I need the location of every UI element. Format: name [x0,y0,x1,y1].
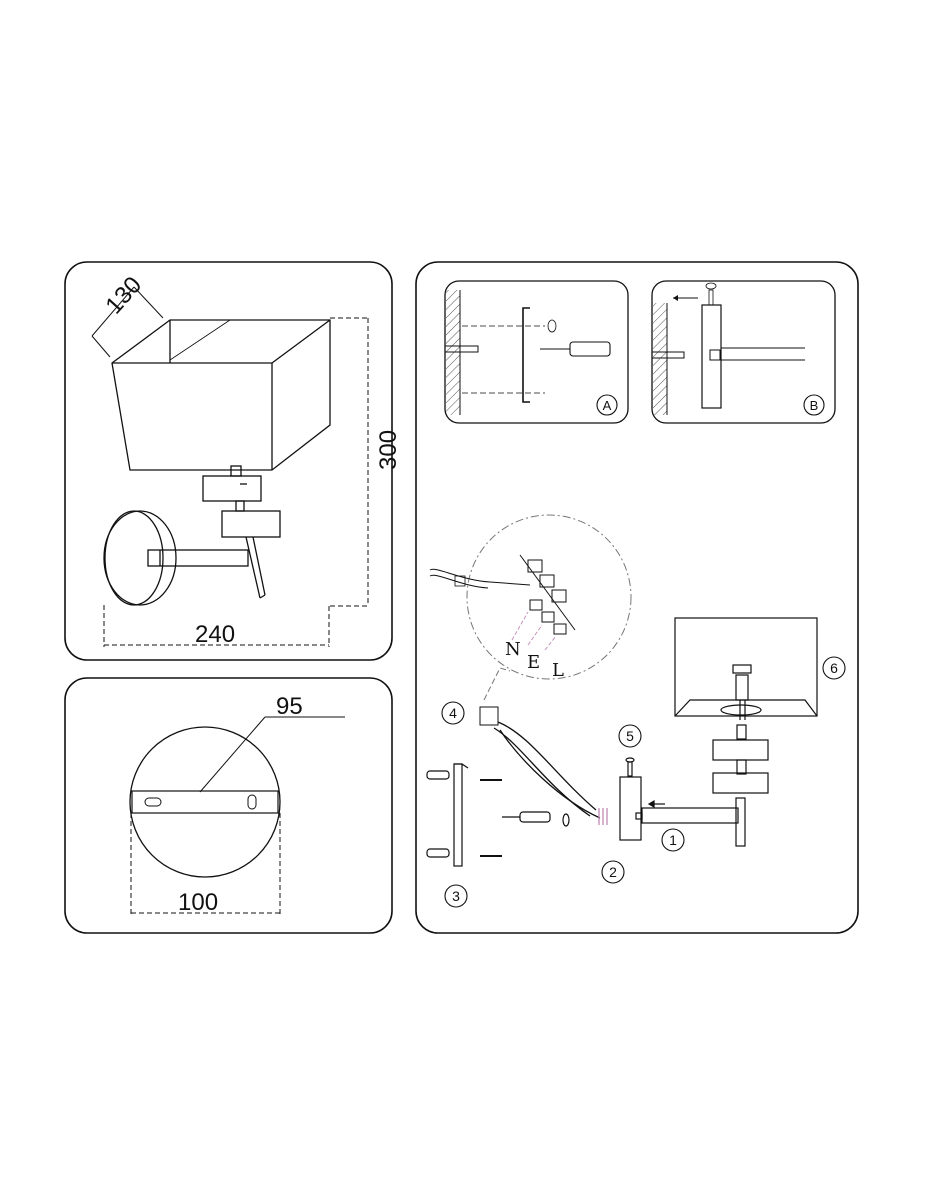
depth-dimension [91,286,164,358]
diameter-dimension [130,813,281,916]
panel-backplate: 95 100 [64,677,393,934]
height-label: 300 [375,430,402,470]
callout-4 [441,701,465,725]
mounting-bracket-side [426,763,570,867]
step-b-badge [803,394,825,416]
wall-base [103,510,249,606]
height-dimension [330,317,370,607]
callout-badges [441,656,846,908]
callout-1 [661,828,685,852]
callout-5-label: 5 [626,728,634,744]
callout-6 [822,656,846,680]
mounting-bracket [131,790,279,814]
wire-n-label: N [505,639,521,660]
callout-3 [444,884,468,908]
lamp-shade [111,319,331,471]
panel-installation: A B [415,261,859,934]
width-label: 240 [195,621,235,648]
diameter-label: 100 [178,889,218,916]
panel-side-dimensions: 130 300 [64,261,402,661]
callout-4-label: 4 [449,705,457,721]
step-b-label: B [810,398,819,413]
callout-5 [618,724,642,748]
step-a-label: A [603,398,612,413]
depth-label: 130 [100,272,147,320]
lamp-fitting [202,465,281,599]
wire-l-label: L [552,660,564,681]
callout-6-label: 6 [830,660,838,676]
callout-1-label: 1 [669,832,677,848]
terminal-block [519,554,576,635]
hole-spacing-label: 95 [276,693,303,720]
step-b-panel: B [651,280,836,424]
base-plate [619,757,665,841]
wire-e-label: E [527,652,540,673]
step-a-panel: A [444,280,629,424]
step-a-badge [596,394,618,416]
callout-3-label: 3 [452,888,460,904]
cable-assembly [479,706,608,825]
callout-2-label: 2 [609,864,617,880]
callout-2 [601,860,625,884]
wiring-detail: N E L [429,514,632,701]
lamp-assembled [641,617,818,847]
width-dimension [103,605,330,647]
